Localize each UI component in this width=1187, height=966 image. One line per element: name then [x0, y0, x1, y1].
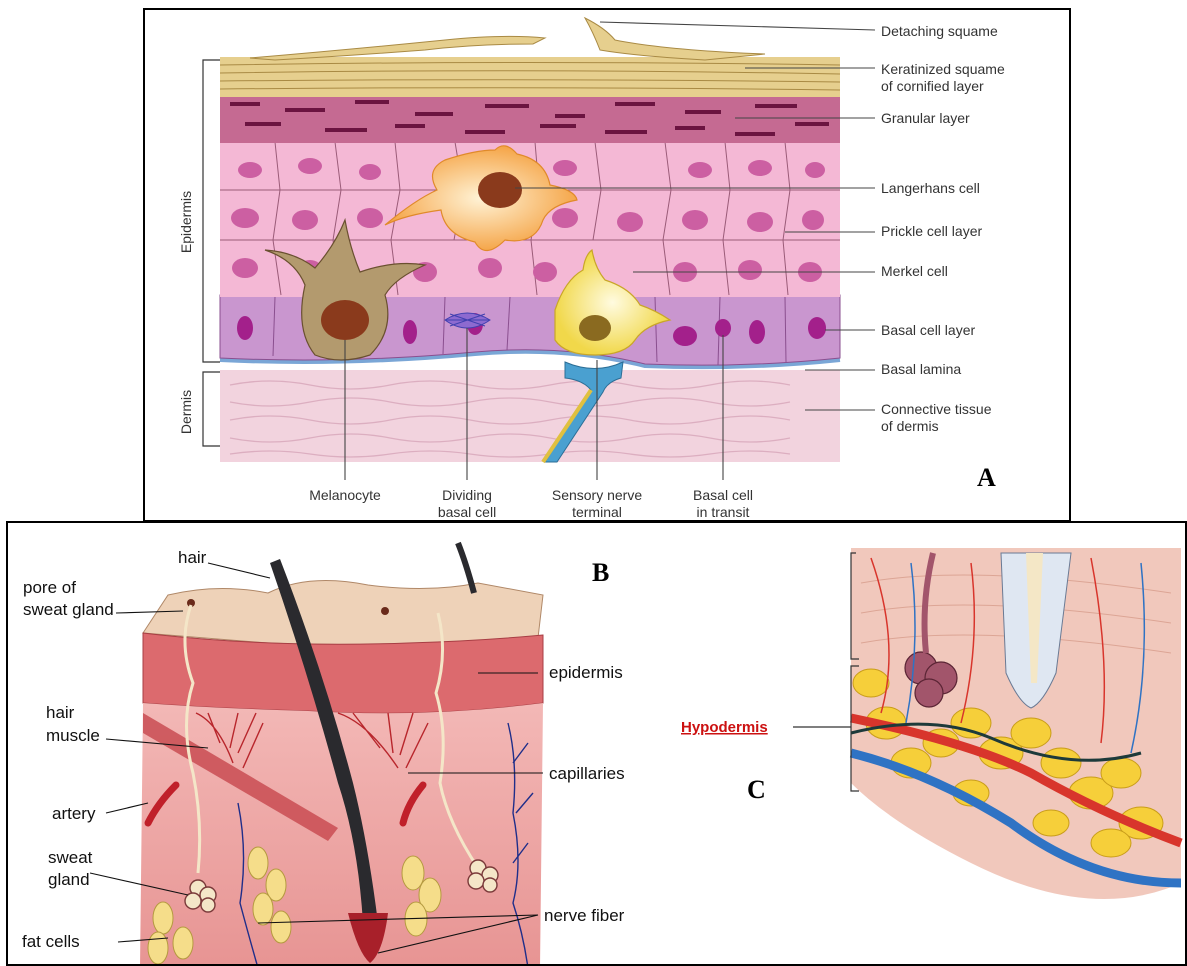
label-nerve-fiber: nerve fiber	[544, 906, 625, 925]
label-basal-cell-layer: Basal cell layer	[881, 322, 975, 338]
epidermis-bracket	[203, 60, 220, 362]
label-basal-cell-in-transit-2: in transit	[697, 504, 750, 520]
panel-letter-b: B	[592, 558, 609, 587]
panel-a-illustration: Epidermis Dermis Detaching squame Kerati…	[145, 10, 1071, 522]
label-keratinized-squame: Keratinized squame	[881, 61, 1005, 77]
label-dividing-basal-cell-2: basal cell	[438, 504, 496, 520]
label-melanocyte: Melanocyte	[309, 487, 381, 503]
label-prickle-cell-layer: Prickle cell layer	[881, 223, 982, 239]
label-hair-muscle: hair	[46, 703, 75, 722]
panel-letter-a: A	[977, 463, 996, 492]
label-granular-layer: Granular layer	[881, 110, 970, 126]
label-connective-tissue: Connective tissue	[881, 401, 992, 417]
label-connective-tissue-2: of dermis	[881, 418, 939, 434]
label-detaching-squame: Detaching squame	[881, 23, 998, 39]
bottom-labels: Melanocyte Dividing basal cell Sensory n…	[309, 487, 753, 520]
dermis-side-label: Dermis	[178, 390, 194, 434]
label-langerhans-cell: Langerhans cell	[881, 180, 980, 196]
dermis-bracket	[203, 372, 220, 446]
label-basal-lamina: Basal lamina	[881, 361, 961, 377]
label-capillaries: capillaries	[549, 764, 625, 783]
panel-b-skin-cross-section: hair pore of sweat gland epidermis hair …	[6, 521, 673, 966]
skin-surface	[143, 581, 543, 645]
panel-c-hypodermis: Hypodermis C	[671, 521, 1187, 966]
label-artery: artery	[52, 804, 96, 823]
label-hair: hair	[178, 548, 207, 567]
hypodermis-label: Hypodermis	[681, 719, 768, 736]
label-dividing-basal-cell: Dividing	[442, 487, 492, 503]
panel-c-illustration: Hypodermis C	[671, 523, 1187, 966]
label-sweat-gland-2: gland	[48, 870, 90, 889]
label-sensory-nerve-terminal: Sensory nerve	[552, 487, 642, 503]
label-sensory-nerve-terminal-2: terminal	[572, 504, 622, 520]
label-pore-of-sweat-gland: pore of	[23, 578, 76, 597]
label-keratinized-squame-2: of cornified layer	[881, 78, 984, 94]
label-epidermis: epidermis	[549, 663, 623, 682]
detaching-squame	[250, 36, 545, 60]
label-sweat-gland: sweat	[48, 848, 93, 867]
label-merkel-cell: Merkel cell	[881, 263, 948, 279]
panel-letter-c: C	[747, 775, 766, 804]
panel-a-epidermis-diagram: Epidermis Dermis Detaching squame Kerati…	[143, 8, 1071, 522]
label-basal-cell-in-transit: Basal cell	[693, 487, 753, 503]
label-hair-muscle-2: muscle	[46, 726, 100, 745]
label-fat-cells: fat cells	[22, 932, 80, 951]
label-pore-of-sweat-gland-2: sweat gland	[23, 600, 114, 619]
right-labels: Detaching squame Keratinized squame of c…	[881, 23, 1005, 434]
epidermis-side-label: Epidermis	[178, 191, 194, 253]
panel-b-illustration: hair pore of sweat gland epidermis hair …	[8, 523, 673, 966]
